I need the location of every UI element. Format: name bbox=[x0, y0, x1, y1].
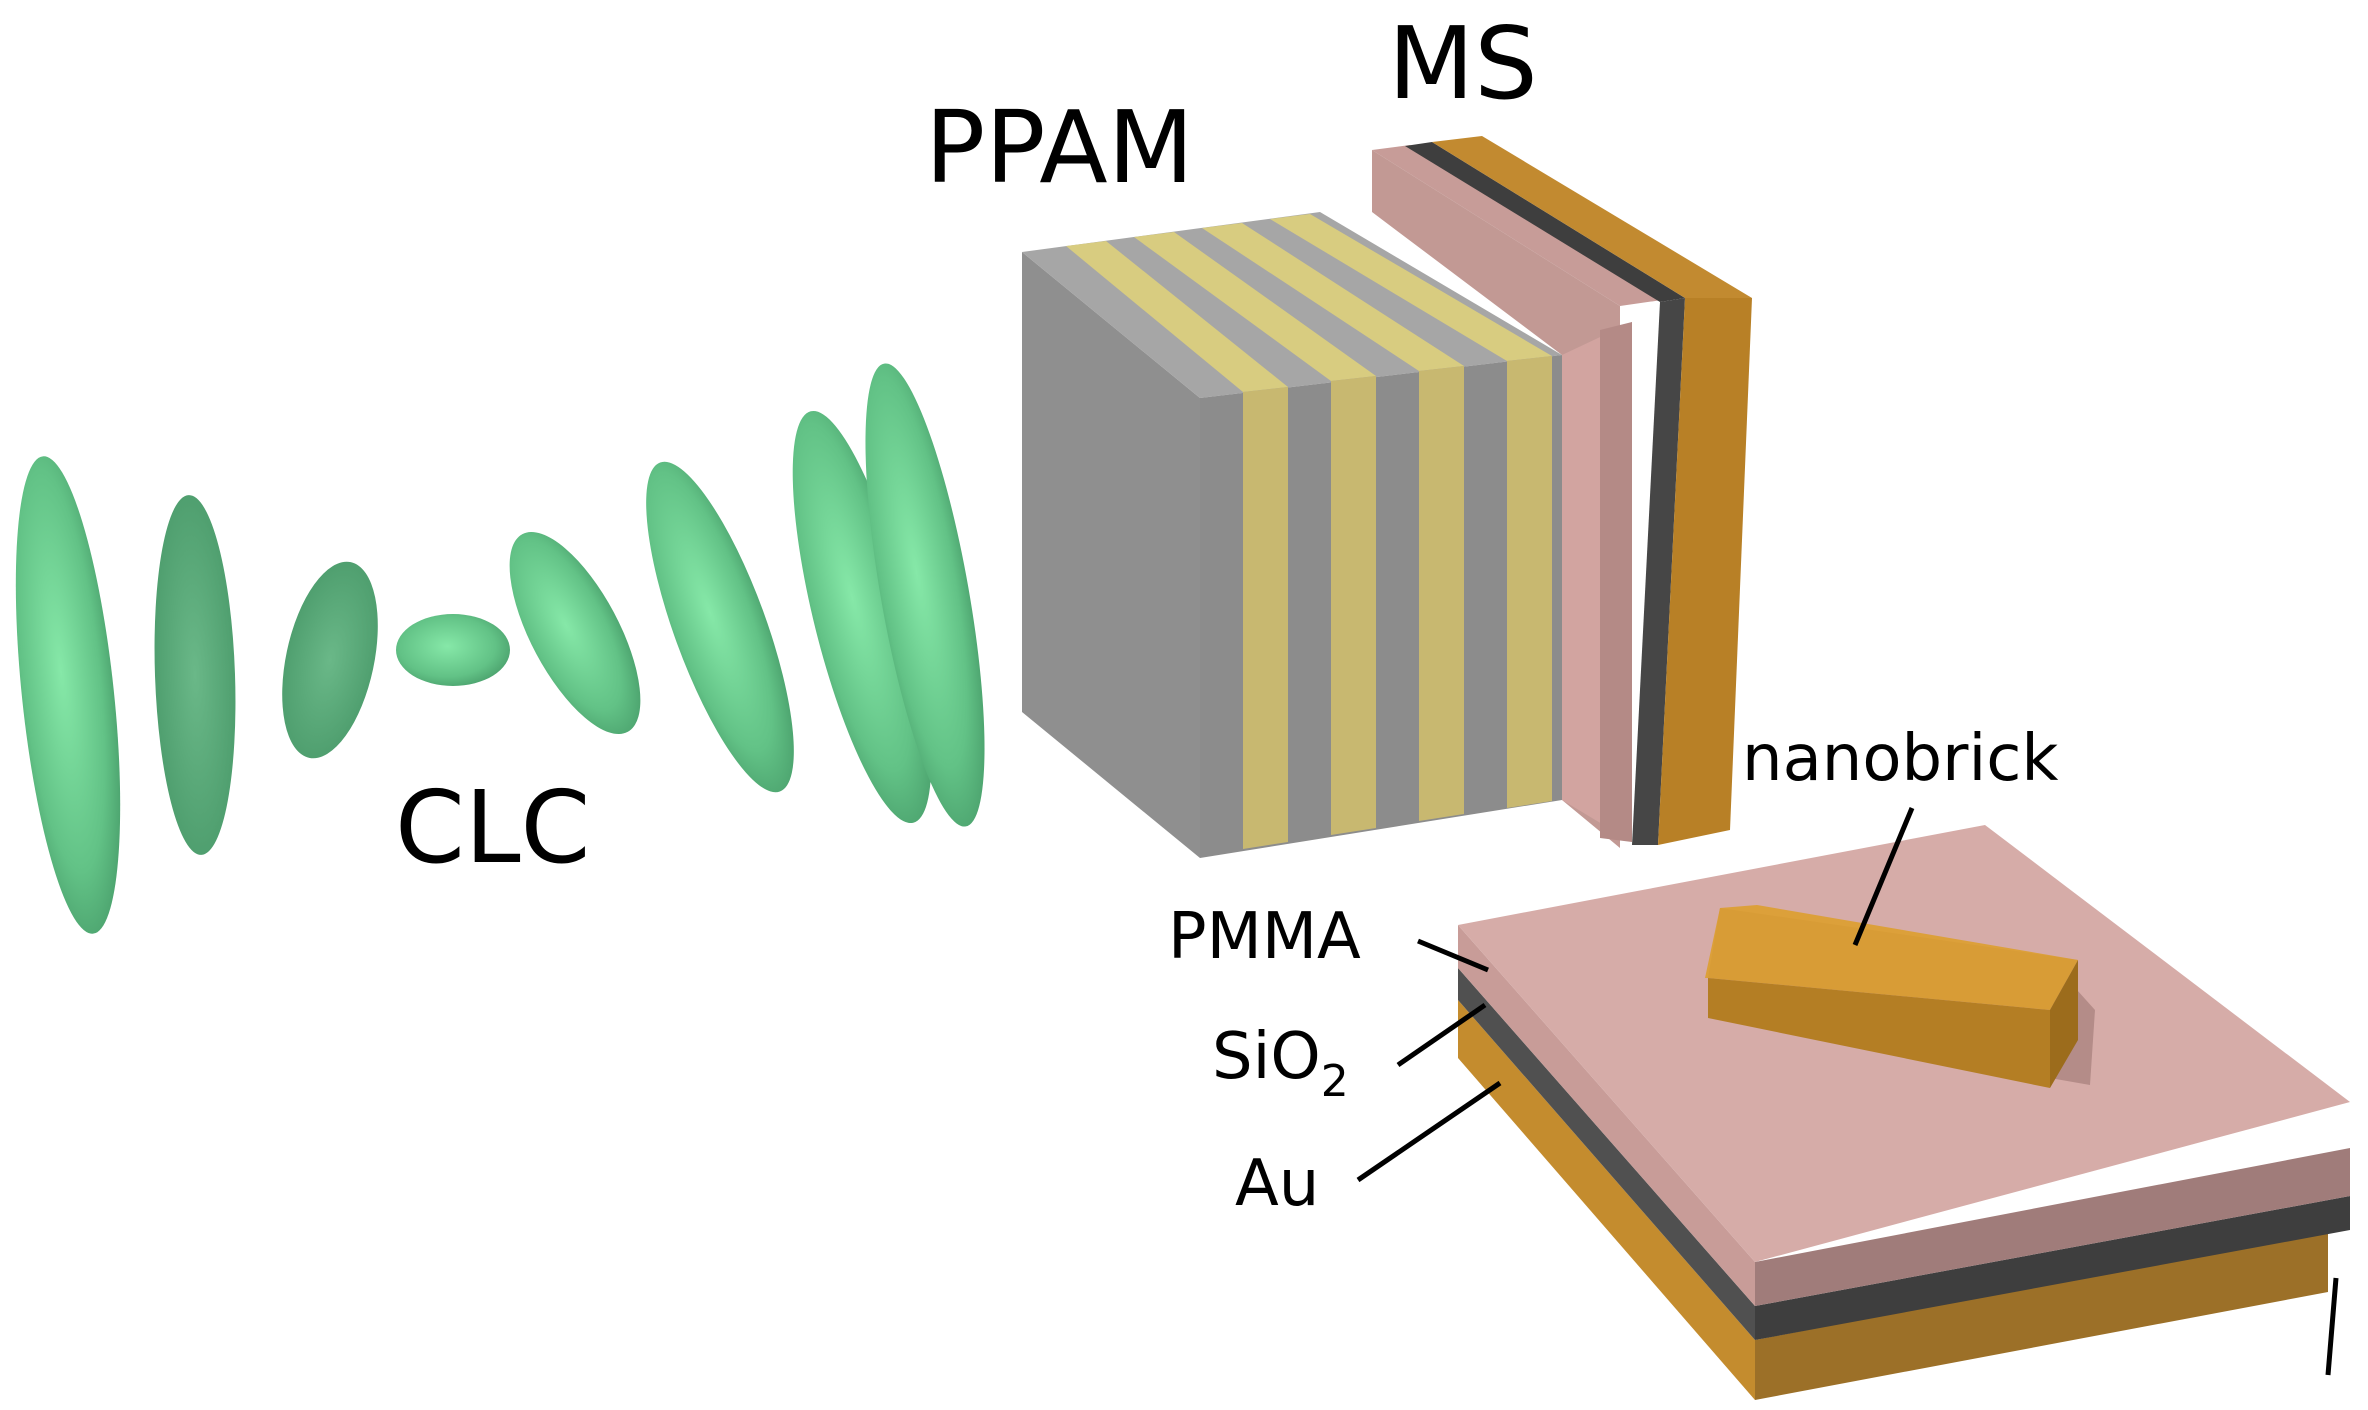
ppam-block bbox=[1022, 212, 1562, 858]
unit-au-left bbox=[1458, 1000, 1755, 1400]
ms-block bbox=[1372, 136, 1752, 848]
unit-cell bbox=[1458, 825, 2350, 1400]
molecule bbox=[646, 461, 794, 793]
ms-sio2-front bbox=[1632, 298, 1685, 845]
sio2-label-subscript: 2 bbox=[1321, 1056, 1349, 1107]
ms-au-front bbox=[1658, 298, 1752, 845]
molecule bbox=[282, 561, 378, 759]
ppam-front-stripe bbox=[1419, 366, 1464, 821]
ms-label: MS bbox=[1388, 5, 1538, 122]
clc-molecules bbox=[15, 363, 985, 934]
ppam-top-stripe bbox=[1134, 232, 1376, 381]
leader-lines bbox=[1356, 807, 1915, 1183]
sio2-label-base: SiO bbox=[1212, 1020, 1321, 1094]
ppam-front-face bbox=[1200, 355, 1562, 858]
molecule bbox=[15, 456, 121, 934]
ppam-left-face bbox=[1022, 252, 1200, 858]
molecule bbox=[865, 363, 985, 827]
sio2-leader bbox=[1396, 1002, 1487, 1068]
molecule bbox=[396, 614, 510, 686]
ms-pmma-side bbox=[1600, 322, 1632, 842]
ppam-front-stripe bbox=[1243, 387, 1288, 849]
nanobrick-label: nanobrick bbox=[1742, 722, 2058, 796]
ms-pmma-left bbox=[1372, 150, 1620, 848]
nanobrick-side bbox=[2050, 960, 2078, 1088]
au-leader bbox=[1356, 1080, 1502, 1183]
unit-sio2-left bbox=[1458, 968, 1755, 1340]
ppam-label: PPAM bbox=[925, 89, 1194, 206]
ms-pmma-top bbox=[1372, 145, 1662, 306]
pmma-label: PMMA bbox=[1168, 900, 1361, 974]
unit-pmma-left bbox=[1458, 925, 1755, 1306]
au-label: Au bbox=[1235, 1147, 1319, 1221]
ppam-top-stripe bbox=[1270, 214, 1552, 361]
ppam-top-stripe bbox=[1066, 241, 1288, 392]
ppam-front-stripe bbox=[1331, 376, 1376, 835]
unit-pmma-front bbox=[1755, 1148, 2350, 1306]
ms-au-top bbox=[1432, 136, 1752, 298]
molecule bbox=[792, 410, 932, 824]
ppam-top-stripe bbox=[1202, 223, 1464, 371]
pmma-leader bbox=[1417, 938, 1489, 973]
nanobrick-leader bbox=[1852, 807, 1915, 946]
molecule bbox=[509, 531, 641, 735]
clc-label: CLC bbox=[395, 769, 590, 886]
ms-sio2-top bbox=[1405, 142, 1685, 302]
unit-sio2-front bbox=[1755, 1196, 2350, 1340]
molecule bbox=[154, 495, 236, 855]
ppam-front-stripe bbox=[1507, 356, 1552, 808]
sio2-label: SiO2 bbox=[1212, 1020, 1349, 1107]
nanobrick-top-face bbox=[1708, 908, 2078, 1010]
edge-tick bbox=[2325, 1277, 2339, 1376]
nanobrick-front bbox=[1708, 978, 2050, 1088]
unit-au-front bbox=[1755, 1230, 2328, 1400]
